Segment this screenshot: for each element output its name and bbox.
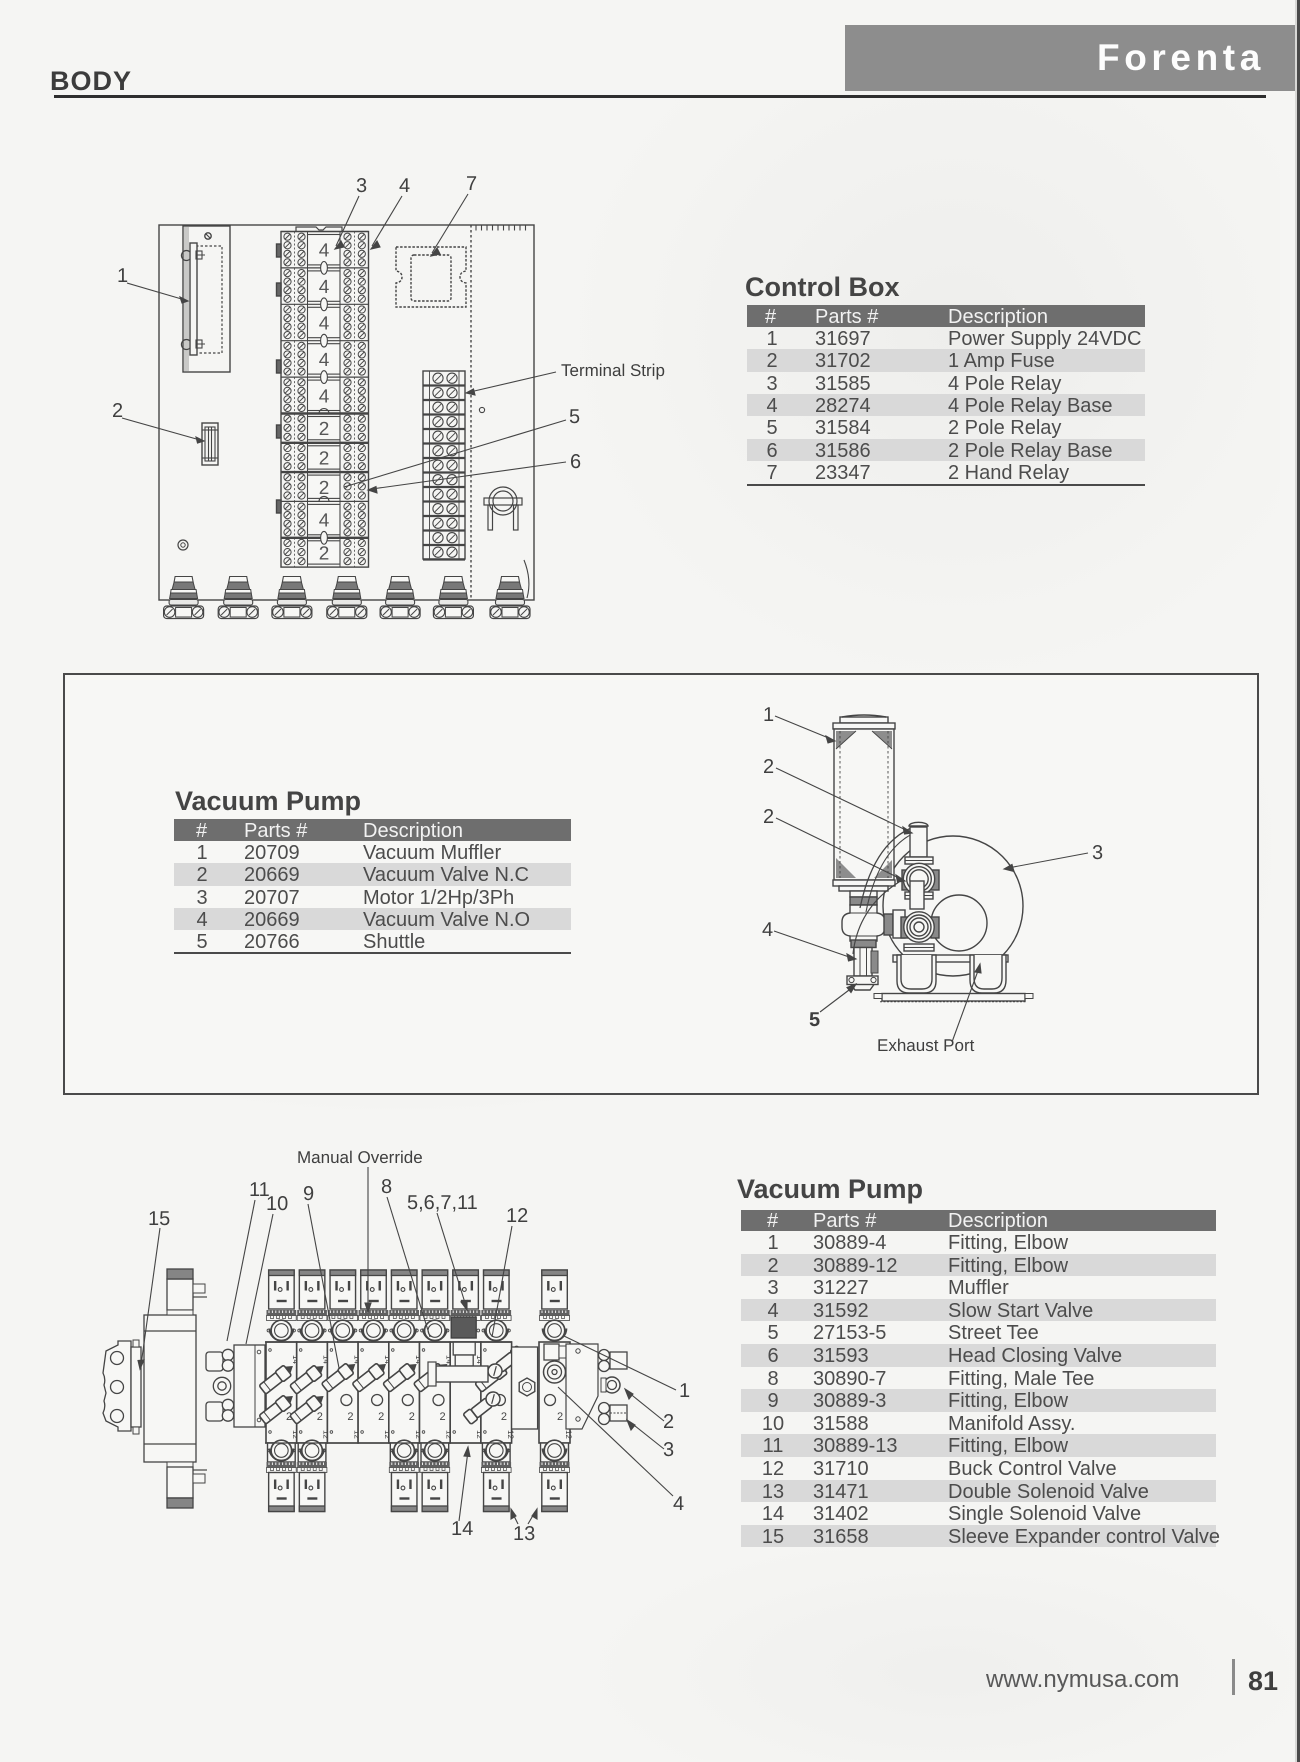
svg-text:2: 2 — [319, 478, 330, 499]
svg-text:2: 2 — [319, 419, 330, 440]
svg-text:3: 3 — [663, 1439, 674, 1461]
svg-text:2: 2 — [763, 806, 774, 828]
svg-text:Exhaust Port: Exhaust Port — [877, 1036, 975, 1055]
svg-text:10: 10 — [266, 1193, 288, 1215]
svg-text:2: 2 — [378, 1411, 384, 1423]
svg-text:1: 1 — [117, 265, 128, 287]
svg-text:4: 4 — [319, 511, 330, 532]
svg-text:2: 2 — [663, 1411, 674, 1433]
svg-text:1: 1 — [679, 1380, 690, 1402]
svg-text:15: 15 — [148, 1208, 170, 1230]
svg-text:4: 4 — [319, 350, 330, 371]
svg-text:6: 6 — [570, 451, 581, 473]
svg-text:2: 2 — [319, 543, 330, 564]
svg-text:4: 4 — [319, 314, 330, 335]
svg-text:4: 4 — [319, 277, 330, 298]
svg-text:2: 2 — [501, 1411, 507, 1423]
svg-text:14: 14 — [352, 1355, 361, 1364]
svg-text:4: 4 — [319, 241, 330, 262]
svg-text:7: 7 — [466, 173, 477, 195]
svg-text:2: 2 — [286, 1411, 292, 1423]
svg-text:5: 5 — [809, 1009, 820, 1031]
svg-text:3: 3 — [356, 175, 367, 197]
svg-text:14: 14 — [451, 1518, 473, 1540]
svg-text:2: 2 — [440, 1411, 446, 1423]
svg-text:4: 4 — [762, 919, 773, 941]
svg-text:14: 14 — [475, 1355, 484, 1364]
svg-text:8: 8 — [381, 1176, 392, 1198]
svg-text:12: 12 — [352, 1430, 361, 1439]
svg-text:2: 2 — [557, 1411, 563, 1423]
svg-text:5,6,7,11: 5,6,7,11 — [407, 1192, 478, 1214]
svg-text:9: 9 — [303, 1183, 314, 1205]
svg-text:Manual Override: Manual Override — [297, 1148, 423, 1167]
svg-text:12: 12 — [322, 1430, 331, 1439]
svg-text:12: 12 — [564, 1430, 573, 1439]
svg-text:Terminal Strip: Terminal Strip — [561, 361, 665, 380]
svg-text:11: 11 — [249, 1179, 270, 1201]
svg-text:4: 4 — [673, 1493, 684, 1515]
svg-text:12: 12 — [291, 1430, 300, 1439]
svg-text:14: 14 — [322, 1355, 331, 1364]
svg-text:12: 12 — [506, 1430, 515, 1439]
svg-text:1: 1 — [763, 704, 774, 726]
svg-text:2: 2 — [112, 400, 123, 422]
svg-text:14: 14 — [414, 1355, 423, 1364]
svg-text:4: 4 — [399, 175, 410, 197]
svg-text:2: 2 — [347, 1411, 353, 1423]
svg-text:12: 12 — [383, 1430, 392, 1439]
svg-text:12: 12 — [414, 1430, 423, 1439]
svg-text:4: 4 — [319, 386, 330, 407]
svg-text:2: 2 — [763, 756, 774, 778]
svg-text:5: 5 — [569, 406, 580, 428]
svg-text:3: 3 — [1092, 842, 1103, 864]
svg-text:12: 12 — [445, 1430, 454, 1439]
svg-text:14: 14 — [291, 1355, 300, 1364]
svg-text:2: 2 — [319, 448, 330, 469]
svg-text:12: 12 — [506, 1205, 528, 1227]
svg-text:12: 12 — [475, 1430, 484, 1439]
svg-text:13: 13 — [513, 1523, 535, 1545]
svg-text:2: 2 — [409, 1411, 415, 1423]
svg-text:14: 14 — [445, 1355, 454, 1364]
svg-text:2: 2 — [317, 1411, 323, 1423]
svg-text:14: 14 — [383, 1355, 392, 1364]
